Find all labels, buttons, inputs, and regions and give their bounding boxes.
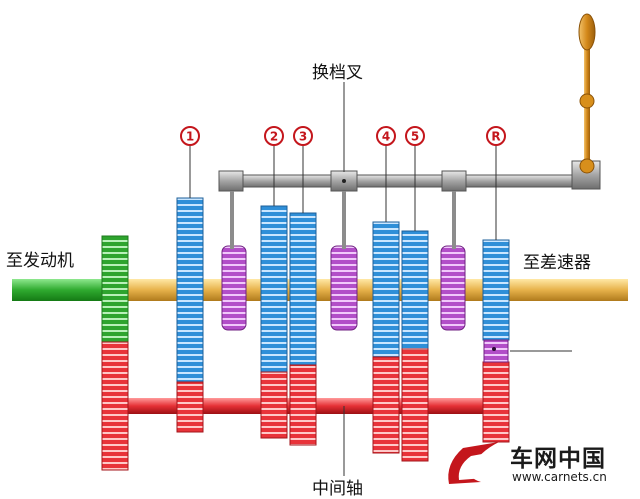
main-gear-reverse	[482, 239, 510, 341]
gear-badge-4: 4	[376, 126, 396, 146]
shift-lever-bracket	[571, 160, 601, 190]
site-logo-mark	[448, 442, 499, 484]
gear-number-r: R	[491, 130, 500, 144]
synchronizer-1-2	[221, 245, 247, 331]
synchronizer-5-r	[440, 245, 466, 331]
countershaft-drive-gear	[101, 341, 129, 471]
gear-badge-3: 3	[293, 126, 313, 146]
shift-fork-pin	[342, 179, 346, 183]
gear-number-5: 5	[411, 130, 419, 144]
shift-fork-block-1	[218, 170, 244, 192]
reverse-idler-gear	[483, 339, 509, 363]
counter-gear-3	[289, 364, 317, 446]
counter-gear-reverse	[482, 361, 510, 443]
reverse-idler-pin	[492, 347, 496, 351]
main-gear-2	[260, 205, 288, 373]
shift-lever-pivot-upper	[579, 93, 595, 109]
gear-number-2: 2	[270, 130, 278, 144]
counter-gear-1	[176, 381, 204, 433]
to-differential-label: 至差速器	[523, 253, 591, 273]
input-drive-gear	[101, 235, 129, 343]
shift-fork-rod-3	[452, 191, 456, 249]
main-gear-3	[289, 212, 317, 366]
main-gear-5	[401, 230, 429, 350]
shift-lever-knob	[578, 13, 596, 51]
shift-fork-rod-1	[230, 191, 234, 249]
gear-number-4: 4	[382, 130, 390, 144]
shift-rail	[219, 174, 593, 188]
gear-number-1: 1	[186, 130, 194, 144]
gear-badge-2: 2	[264, 126, 284, 146]
shift-lever-pivot-lower	[579, 158, 595, 174]
counter-gear-4	[372, 356, 400, 454]
shift-fork-label: 换档叉	[312, 63, 363, 83]
shift-fork-rod-2	[342, 191, 346, 249]
main-gear-4	[372, 221, 400, 358]
input-shaft	[12, 279, 112, 301]
to-engine-label: 至发动机	[6, 251, 74, 271]
site-logo-name: 车网中国	[510, 446, 606, 472]
site-logo-url: www.carnets.cn	[512, 470, 607, 484]
main-gear-1	[176, 197, 204, 383]
gear-badge-r: R	[486, 126, 506, 146]
gear-badge-5: 5	[405, 126, 425, 146]
synchronizer-3-4	[330, 245, 358, 331]
gear-number-3: 3	[299, 130, 307, 144]
countershaft-label: 中间轴	[312, 479, 363, 499]
counter-gear-5	[401, 348, 429, 462]
gear-badge-1: 1	[180, 126, 200, 146]
shift-fork-block-3	[441, 170, 467, 192]
counter-gear-2	[260, 371, 288, 439]
